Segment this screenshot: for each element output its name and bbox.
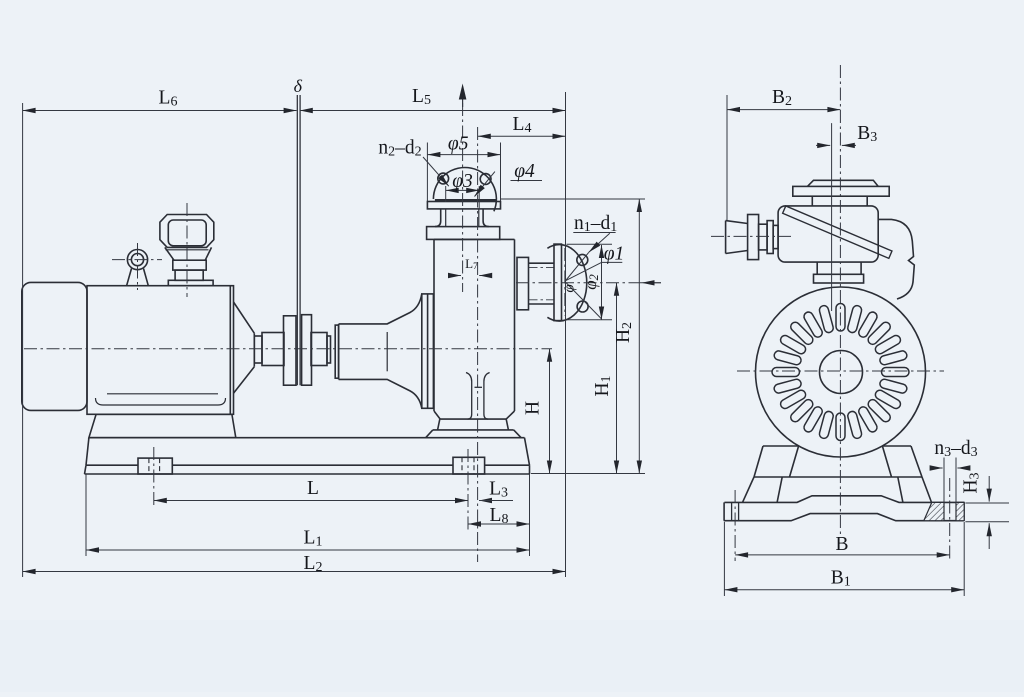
svg-text:L8: L8 [490, 505, 509, 527]
svg-text:φ4: φ4 [514, 161, 535, 182]
svg-text:L5: L5 [412, 86, 431, 108]
svg-text:δ: δ [294, 76, 303, 96]
svg-text:H: H [523, 401, 544, 415]
svg-text:L1: L1 [304, 528, 323, 550]
svg-text:H2: H2 [613, 322, 635, 343]
svg-text:n3–d3: n3–d3 [934, 438, 977, 460]
svg-text:H3: H3 [961, 472, 983, 493]
svg-text:L7: L7 [465, 256, 478, 272]
svg-text:L3: L3 [489, 479, 508, 501]
svg-text:B2: B2 [772, 87, 792, 109]
svg-text:φ3: φ3 [452, 171, 473, 192]
svg-text:B3: B3 [857, 123, 877, 145]
svg-text:φ1: φ1 [604, 244, 625, 265]
svg-text:n2–d2: n2–d2 [378, 138, 421, 160]
svg-text:φ5: φ5 [448, 134, 469, 155]
svg-text:L2: L2 [304, 553, 323, 575]
svg-text:H1: H1 [592, 375, 614, 396]
svg-text:n1–d1: n1–d1 [574, 213, 617, 235]
svg-text:L4: L4 [513, 114, 532, 136]
svg-text:B1: B1 [831, 568, 851, 590]
svg-text:L6: L6 [159, 88, 178, 110]
svg-text:φ: φ [562, 284, 578, 292]
svg-text:φ2: φ2 [581, 274, 601, 290]
svg-text:L: L [307, 478, 319, 499]
svg-text:B: B [835, 534, 848, 555]
